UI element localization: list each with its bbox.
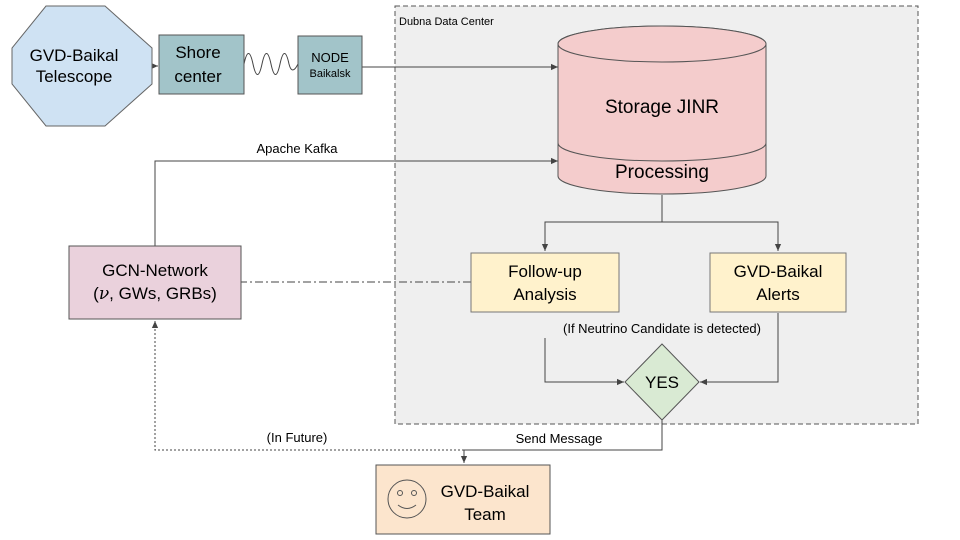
shore-center-box xyxy=(158,34,245,95)
node-box xyxy=(297,35,363,95)
shore-center-label-line2: center xyxy=(174,67,222,86)
node-label-line1: NODE xyxy=(311,50,349,65)
followup-label-line2: Analysis xyxy=(513,285,576,304)
telescope-node: GVD-Baikal Telescope xyxy=(11,5,153,127)
telescope-label-line1: GVD-Baikal xyxy=(30,46,119,65)
telescope-label-line2: Telescope xyxy=(36,67,113,86)
telescope-octagon xyxy=(11,5,153,127)
decision-node: YES xyxy=(624,343,700,421)
edges xyxy=(150,53,782,463)
gcn-label-line2: (ν, GWs, GRBs) xyxy=(93,284,217,304)
shore-center-node: Shore center xyxy=(158,34,245,95)
alerts-label-line2: Alerts xyxy=(756,285,799,304)
followup-box xyxy=(470,252,620,313)
edge-gcn-kafka-to-storage xyxy=(154,157,558,246)
decision-diamond xyxy=(624,343,700,421)
edge-followup-to-decision xyxy=(544,338,624,386)
edge-decision-to-team xyxy=(460,420,663,463)
alerts-box xyxy=(709,252,847,313)
edge-alerts-to-decision xyxy=(700,313,779,386)
gcn-network-node: GCN-Network (ν, GWs, GRBs) xyxy=(68,245,242,320)
storage-processing-divider xyxy=(557,142,767,162)
node-baikalsk: NODE Baikalsk xyxy=(297,35,363,95)
gcn-sources: , GWs, GRBs) xyxy=(109,284,217,303)
team-label-line2: Team xyxy=(464,505,506,524)
gcn-label-line1: GCN-Network xyxy=(102,261,208,280)
kafka-label: Apache Kafka xyxy=(257,141,339,156)
team-node: GVD-Baikal Team xyxy=(375,464,551,535)
future-label: (In Future) xyxy=(267,430,328,445)
storage-jinr-node: Storage JINR Processing xyxy=(557,25,767,195)
storage-label: Storage JINR xyxy=(605,97,719,118)
send-message-label: Send Message xyxy=(516,431,603,446)
team-label-line1: GVD-Baikal xyxy=(441,482,530,501)
edge-processing-to-alerts xyxy=(662,221,782,251)
gcn-nu-symbol: ν xyxy=(99,284,109,304)
shore-center-label-line1: Shore xyxy=(175,43,220,62)
edge-shore-to-node-wavy xyxy=(243,53,299,75)
alerts-label-line1: GVD-Baikal xyxy=(734,262,823,281)
processing-label: Processing xyxy=(615,162,709,183)
data-center-label: Dubna Data Center xyxy=(399,16,494,28)
node-label-line2: Baikalsk xyxy=(310,68,351,80)
storage-cylinder-top xyxy=(557,25,767,63)
alerts-node: GVD-Baikal Alerts xyxy=(709,252,847,313)
followup-label-line1: Follow-up xyxy=(508,262,582,281)
smiley-icon xyxy=(387,479,427,519)
edge-processing-split xyxy=(544,195,663,251)
condition-label: (If Neutrino Candidate is detected) xyxy=(563,321,761,336)
followup-analysis-node: Follow-up Analysis xyxy=(470,252,620,313)
gcn-paren-open: ( xyxy=(93,284,99,303)
edge-future-to-gcn xyxy=(151,321,464,451)
gcn-box xyxy=(68,245,242,320)
decision-label: YES xyxy=(645,373,679,392)
